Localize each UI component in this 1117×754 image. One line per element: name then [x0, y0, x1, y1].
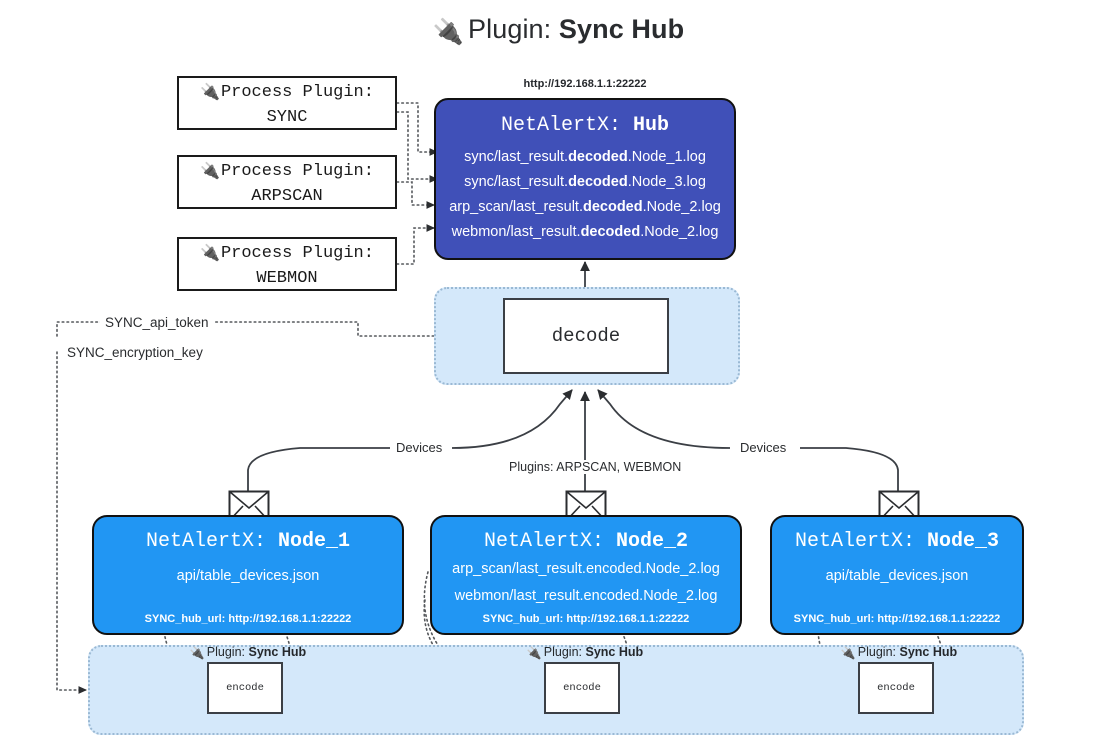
process-plugin-name: WEBMON: [256, 268, 318, 288]
edge-label-devices-left: Devices: [392, 440, 447, 455]
page-title-prefix: Plugin:: [468, 14, 552, 44]
hub-file-row: sync/last_result.decoded.Node_1.log: [436, 145, 734, 170]
hub-file-row: arp_scan/last_result.decoded.Node_2.log: [436, 195, 734, 220]
encode-plugin-name: Sync Hub: [899, 645, 958, 659]
node-box-node-1[interactable]: NetAlertX: Node_1 api/table_devices.json…: [92, 515, 404, 635]
node-title-prefix: NetAlertX:: [145, 530, 266, 553]
node-hub-url-label: SYNC_hub_url: http://192.168.1.1:22222: [144, 613, 352, 625]
plug-icon: 🔌: [189, 646, 205, 660]
hub-file-post: .Node_1.log: [627, 149, 706, 165]
plug-icon: 🔌: [526, 646, 542, 660]
node-title: NetAlertX: Node_3: [772, 530, 1022, 553]
page-title: 🔌Plugin: Sync Hub: [0, 14, 1117, 47]
process-plugin-box-sync[interactable]: 🔌Process Plugin: SYNC: [177, 76, 397, 130]
node-file-row: api/table_devices.json: [825, 568, 969, 584]
hub-file-post: .Node_3.log: [627, 174, 706, 190]
node-file-row: webmon/last_result.encoded.Node_2.log: [454, 588, 718, 604]
encode-box-1[interactable]: encode: [207, 662, 283, 714]
hub-file-post: .Node_2.log: [642, 199, 721, 215]
decode-box[interactable]: decode: [503, 298, 669, 374]
encode-plugin-prefix: Plugin:: [206, 645, 246, 659]
sync-api-token-label: SYNC_api_token: [100, 315, 214, 330]
process-plugin-label: Process Plugin:: [220, 243, 374, 263]
process-plugin-box-arpscan[interactable]: 🔌Process Plugin: ARPSCAN: [177, 155, 397, 209]
hub-file-mid: decoded: [580, 224, 641, 240]
encode-plugin-name: Sync Hub: [248, 645, 307, 659]
node-title-prefix: NetAlertX:: [794, 530, 915, 553]
process-plugin-label: Process Plugin:: [220, 82, 374, 102]
hub-title-prefix: NetAlertX:: [500, 114, 621, 137]
node-box-node-2[interactable]: NetAlertX: Node_2 arp_scan/last_result.e…: [430, 515, 742, 635]
node-file-row: arp_scan/last_result.encoded.Node_2.log: [452, 561, 720, 577]
hub-file-row: webmon/last_result.decoded.Node_2.log: [436, 220, 734, 245]
encode-plugin-label-3: 🔌Plugin: Sync Hub: [829, 645, 969, 660]
encode-plugin-name: Sync Hub: [585, 645, 644, 659]
process-plugin-box-webmon[interactable]: 🔌Process Plugin: WEBMON: [177, 237, 397, 291]
node-title-name: Node_1: [278, 530, 351, 553]
encode-plugin-label-2: 🔌Plugin: Sync Hub: [515, 645, 655, 660]
node-hub-url-label: SYNC_hub_url: http://192.168.1.1:22222: [482, 613, 690, 625]
hub-file-mid: decoded: [582, 199, 643, 215]
node-title: NetAlertX: Node_1: [94, 530, 402, 553]
hub-file-row: sync/last_result.decoded.Node_3.log: [436, 170, 734, 195]
edge-label-devices-right: Devices: [736, 440, 791, 455]
process-plugin-name: SYNC: [266, 107, 308, 127]
plug-icon: 🔌: [200, 81, 220, 101]
node-title-name: Node_2: [616, 530, 689, 553]
sync-encryption-key-label: SYNC_encryption_key: [62, 345, 208, 360]
process-plugin-name: ARPSCAN: [251, 186, 323, 206]
plug-icon: 🔌: [840, 646, 856, 660]
node-box-node-3[interactable]: NetAlertX: Node_3 api/table_devices.json…: [770, 515, 1024, 635]
hub-title: NetAlertX: Hub: [436, 114, 734, 137]
hub-title-name: Hub: [633, 114, 670, 137]
hub-url-label: http://192.168.1.1:22222: [523, 78, 647, 90]
hub-box[interactable]: NetAlertX: Hub sync/last_result.decoded.…: [434, 98, 736, 260]
node-title: NetAlertX: Node_2: [432, 530, 740, 553]
node-title-name: Node_3: [927, 530, 1000, 553]
hub-file-pre: webmon/last_result.: [451, 224, 581, 240]
plug-icon: 🔌: [200, 160, 220, 180]
node-hub-url-label: SYNC_hub_url: http://192.168.1.1:22222: [793, 613, 1001, 625]
node-file-row: api/table_devices.json: [176, 568, 320, 584]
edge-label-plugins: Plugins: ARPSCAN, WEBMON: [505, 460, 686, 474]
page-title-name: Sync Hub: [558, 14, 685, 44]
plug-icon: 🔌: [200, 242, 220, 262]
hub-file-pre: sync/last_result.: [464, 174, 569, 190]
hub-file-mid: decoded: [568, 174, 628, 190]
encode-box-3[interactable]: encode: [858, 662, 934, 714]
encode-plugin-label-1: 🔌Plugin: Sync Hub: [178, 645, 318, 660]
node-title-prefix: NetAlertX:: [483, 530, 604, 553]
encode-box-2[interactable]: encode: [544, 662, 620, 714]
plug-icon: 🔌: [432, 18, 465, 46]
encode-plugin-prefix: Plugin:: [543, 645, 583, 659]
hub-file-post: .Node_2.log: [640, 224, 719, 240]
hub-file-mid: decoded: [568, 149, 628, 165]
hub-file-list: sync/last_result.decoded.Node_1.log sync…: [436, 145, 734, 245]
encode-plugin-prefix: Plugin:: [857, 645, 897, 659]
process-plugin-label: Process Plugin:: [220, 161, 374, 181]
hub-file-pre: sync/last_result.: [464, 149, 569, 165]
hub-file-pre: arp_scan/last_result.: [449, 199, 583, 215]
